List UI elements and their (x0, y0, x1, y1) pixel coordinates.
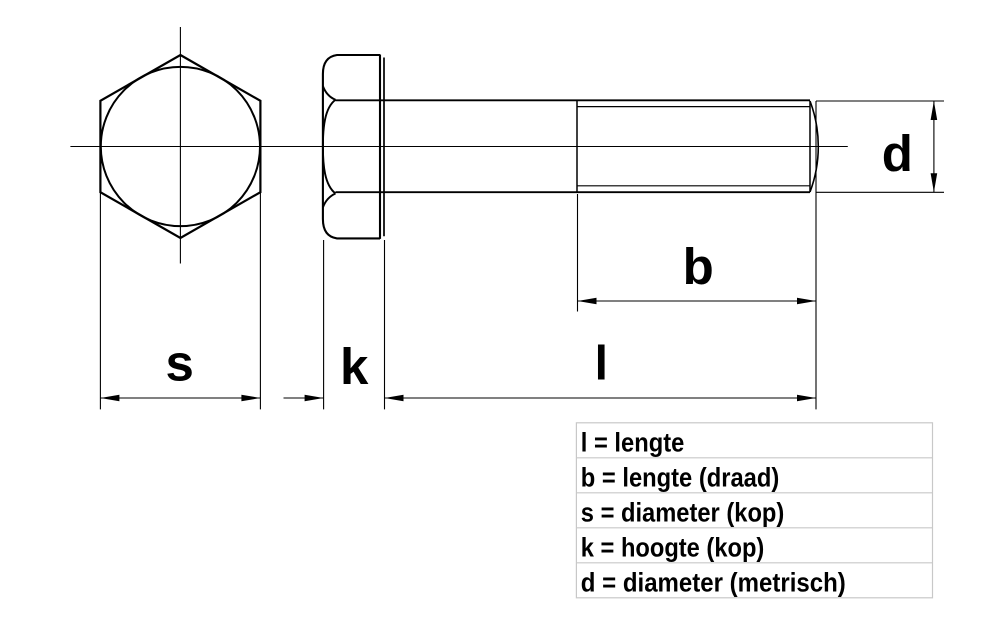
svg-text:l: l (595, 338, 608, 391)
svg-text:d: d (882, 125, 913, 182)
svg-text:d = diameter (metrisch): d = diameter (metrisch) (581, 567, 846, 597)
svg-text:b = lengte (draad): b = lengte (draad) (581, 462, 780, 492)
svg-text:l = lengte: l = lengte (581, 427, 685, 457)
svg-text:b: b (683, 238, 714, 295)
svg-text:s = diameter (kop): s = diameter (kop) (581, 497, 785, 527)
svg-text:k = hoogte (kop): k = hoogte (kop) (581, 532, 765, 562)
svg-text:s: s (166, 335, 194, 392)
svg-text:k: k (340, 338, 369, 395)
